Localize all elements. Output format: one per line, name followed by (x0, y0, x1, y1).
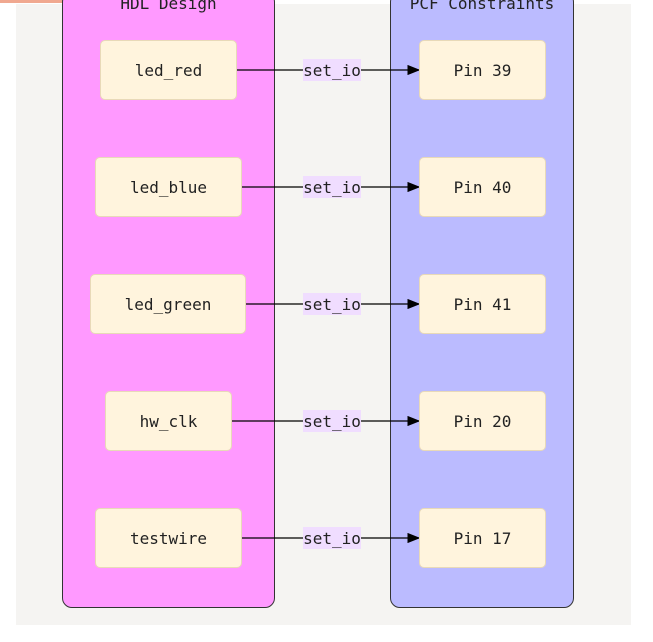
edge-label-set-io: set_io (303, 527, 361, 549)
pin-node-17[interactable]: Pin 17 (419, 508, 546, 568)
pin-label: Pin 39 (453, 60, 512, 80)
signal-label: testwire (129, 528, 208, 548)
pin-node-39[interactable]: Pin 39 (419, 40, 546, 100)
group-title-pcf: PCF Constraints (409, 0, 555, 13)
signal-node-hw-clk[interactable]: hw_clk (105, 391, 232, 451)
pin-node-40[interactable]: Pin 40 (419, 157, 546, 217)
edge-label-set-io: set_io (303, 59, 361, 81)
pin-label: Pin 17 (453, 528, 512, 548)
pin-node-41[interactable]: Pin 41 (419, 274, 546, 334)
signal-label: led_red (134, 60, 203, 80)
edge-label-set-io: set_io (303, 176, 361, 198)
signal-label: led_green (124, 294, 212, 314)
signal-label: hw_clk (139, 411, 198, 431)
pin-label: Pin 41 (453, 294, 512, 314)
signal-node-testwire[interactable]: testwire (95, 508, 242, 568)
edge-label-set-io: set_io (303, 410, 361, 432)
signal-node-led-red[interactable]: led_red (100, 40, 237, 100)
pin-label: Pin 20 (453, 411, 512, 431)
pin-label: Pin 40 (453, 177, 512, 197)
signal-node-led-blue[interactable]: led_blue (95, 157, 242, 217)
signal-label: led_blue (129, 177, 208, 197)
group-title-hdl: HDL Design (120, 0, 217, 13)
top-accent-bar (0, 0, 88, 3)
signal-node-led-green[interactable]: led_green (90, 274, 246, 334)
edge-label-set-io: set_io (303, 293, 361, 315)
pin-node-20[interactable]: Pin 20 (419, 391, 546, 451)
